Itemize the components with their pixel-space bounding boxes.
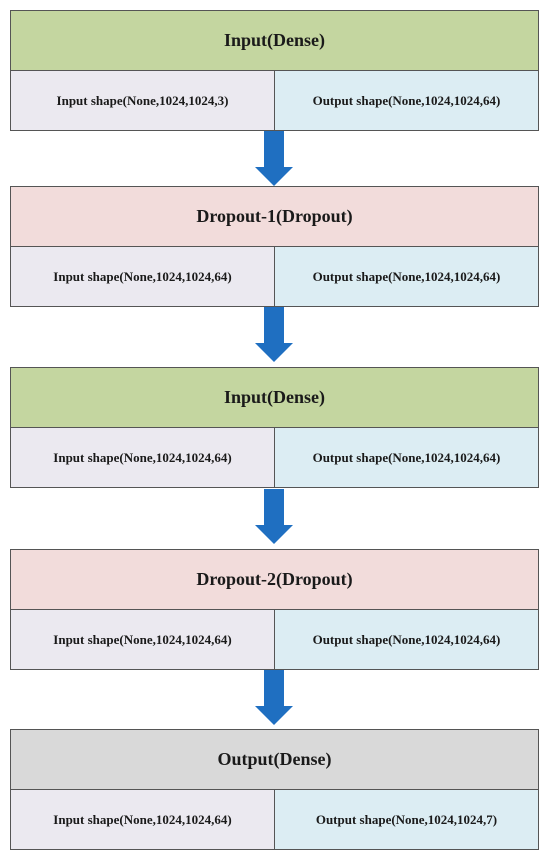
layer-title: Input(Dense) [11,368,538,428]
down-arrow-icon [255,489,293,544]
output-shape-cell: Output shape(None,1024,1024,64) [275,610,538,669]
input-shape-cell: Input shape(None,1024,1024,64) [11,428,275,487]
layer-shapes-row: Input shape(None,1024,1024,64) Output sh… [11,428,538,487]
layer-block-input-dense-2: Input(Dense) Input shape(None,1024,1024,… [10,367,539,488]
down-arrow-icon [255,131,293,186]
input-shape-cell: Input shape(None,1024,1024,64) [11,247,275,306]
layer-title: Dropout-1(Dropout) [11,187,538,247]
layer-block-dropout-1: Dropout-1(Dropout) Input shape(None,1024… [10,186,539,307]
down-arrow-icon [255,670,293,725]
layer-block-input-dense-1: Input(Dense) Input shape(None,1024,1024,… [10,10,539,131]
output-shape-cell: Output shape(None,1024,1024,64) [275,247,538,306]
layer-block-output-dense: Output(Dense) Input shape(None,1024,1024… [10,729,539,850]
layer-title: Input(Dense) [11,11,538,71]
input-shape-cell: Input shape(None,1024,1024,64) [11,790,275,849]
output-shape-cell: Output shape(None,1024,1024,64) [275,71,538,130]
layer-shapes-row: Input shape(None,1024,1024,3) Output sha… [11,71,538,130]
down-arrow-icon [255,307,293,362]
input-shape-cell: Input shape(None,1024,1024,64) [11,610,275,669]
layer-title: Output(Dense) [11,730,538,790]
layer-shapes-row: Input shape(None,1024,1024,64) Output sh… [11,247,538,306]
output-shape-cell: Output shape(None,1024,1024,64) [275,428,538,487]
layer-block-dropout-2: Dropout-2(Dropout) Input shape(None,1024… [10,549,539,670]
output-shape-cell: Output shape(None,1024,1024,7) [275,790,538,849]
layer-shapes-row: Input shape(None,1024,1024,64) Output sh… [11,610,538,669]
layer-shapes-row: Input shape(None,1024,1024,64) Output sh… [11,790,538,849]
input-shape-cell: Input shape(None,1024,1024,3) [11,71,275,130]
layer-title: Dropout-2(Dropout) [11,550,538,610]
